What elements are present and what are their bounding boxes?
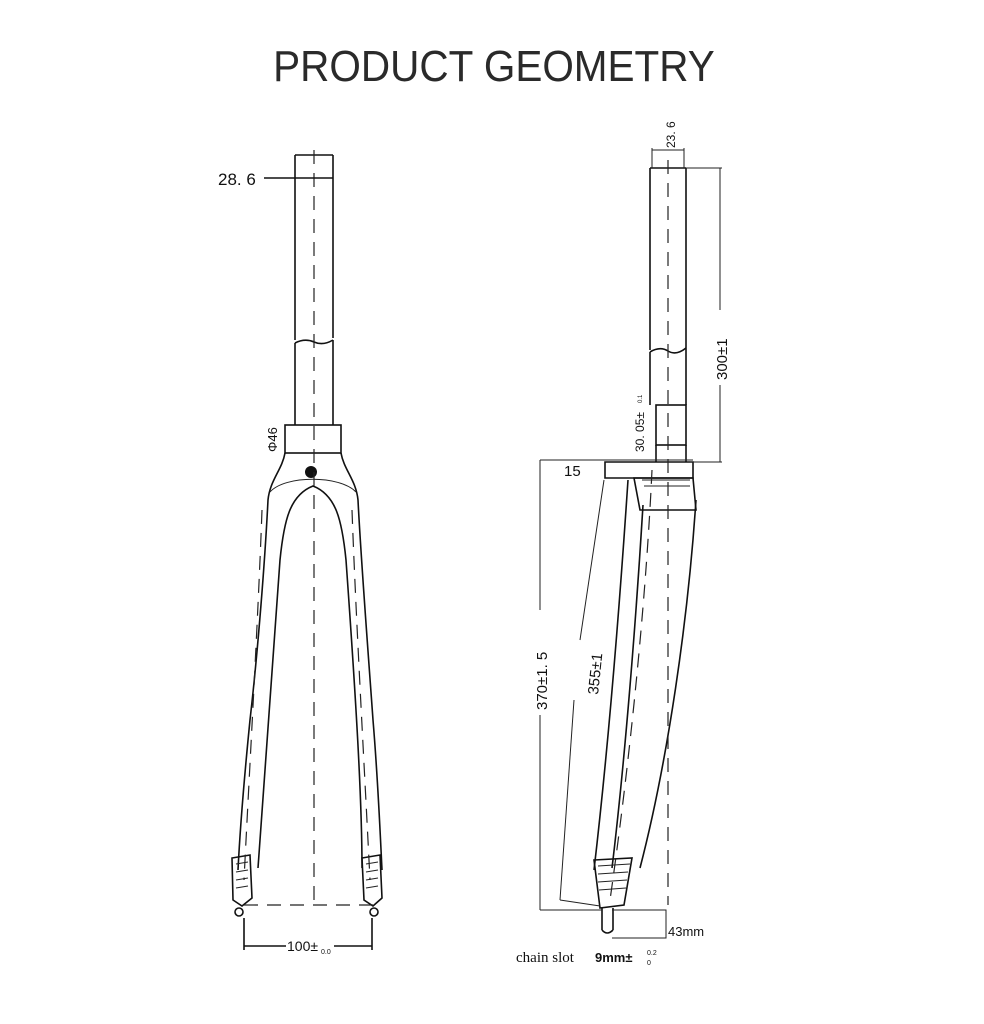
chain-slot-text: chain slot bbox=[516, 950, 575, 966]
front-crown-race bbox=[284, 424, 342, 454]
front-view: 28. 6 Φ46 100± 0.0 bbox=[218, 150, 383, 956]
chain-slot-tol-top: 0.2 bbox=[647, 950, 657, 957]
crown-diameter-label: Φ46 bbox=[265, 427, 280, 452]
side-dropout bbox=[593, 857, 633, 909]
side-crown-race bbox=[655, 404, 687, 446]
front-left-dropout-hatch bbox=[235, 861, 249, 889]
front-left-dropout bbox=[231, 854, 253, 907]
front-right-leg-outer bbox=[340, 452, 383, 871]
steerer-top-label: 23. 6 bbox=[664, 121, 678, 148]
side-blade-inner bbox=[611, 504, 644, 869]
crown-race-tolerance: 0.1 bbox=[638, 394, 644, 403]
dropout-width-box bbox=[612, 909, 667, 939]
side-steerer-mid bbox=[649, 348, 687, 405]
rake-label: 15 bbox=[564, 463, 581, 480]
steerer-length-label: 300±1 bbox=[714, 338, 731, 380]
crown-race-label: 30. 05± bbox=[633, 412, 647, 452]
front-steerer-lower bbox=[294, 340, 334, 425]
side-blade-axis bbox=[609, 469, 653, 901]
side-dropout-hatch bbox=[597, 863, 631, 891]
side-chain-slot bbox=[601, 908, 614, 934]
front-right-dropout-hatch bbox=[365, 861, 379, 889]
axle-spacing-tolerance: 0.0 bbox=[321, 949, 331, 956]
side-blade-front bbox=[593, 479, 629, 871]
page-title: PRODUCT GEOMETRY bbox=[273, 42, 715, 91]
dropout-width-label: 43mm bbox=[668, 924, 704, 939]
front-right-dropout bbox=[361, 854, 383, 908]
side-crown-detail bbox=[642, 479, 690, 487]
axle-to-crown-label: 370±1. 5 bbox=[534, 652, 551, 710]
fork-length-label: 355±1 bbox=[585, 652, 606, 695]
axle-spacing-label: 100± bbox=[287, 938, 318, 954]
fork-length-dim-base bbox=[559, 899, 601, 907]
side-view: 23. 6 300±1 30. 05± 0.1 15 370±1. 5 355±… bbox=[516, 121, 731, 967]
fork-length-dim-top bbox=[579, 479, 605, 641]
steerer-diameter-label: 28. 6 bbox=[218, 170, 256, 189]
crown-bolt-dot bbox=[305, 466, 317, 478]
front-crown-curve bbox=[269, 478, 357, 493]
fork-length-dim-bottom bbox=[559, 699, 575, 901]
side-steerer-base bbox=[655, 445, 687, 462]
front-right-axle bbox=[369, 907, 379, 917]
front-left-axle bbox=[234, 907, 244, 917]
front-left-leg-outer bbox=[237, 452, 286, 871]
front-left-leg-axis bbox=[243, 509, 263, 881]
chain-slot-tol-bottom: 0 bbox=[647, 960, 651, 967]
side-crown-top bbox=[604, 461, 694, 479]
front-inner-arch bbox=[257, 485, 363, 869]
chain-slot-value: 9mm± bbox=[595, 950, 632, 965]
side-blade-rear bbox=[639, 499, 697, 869]
